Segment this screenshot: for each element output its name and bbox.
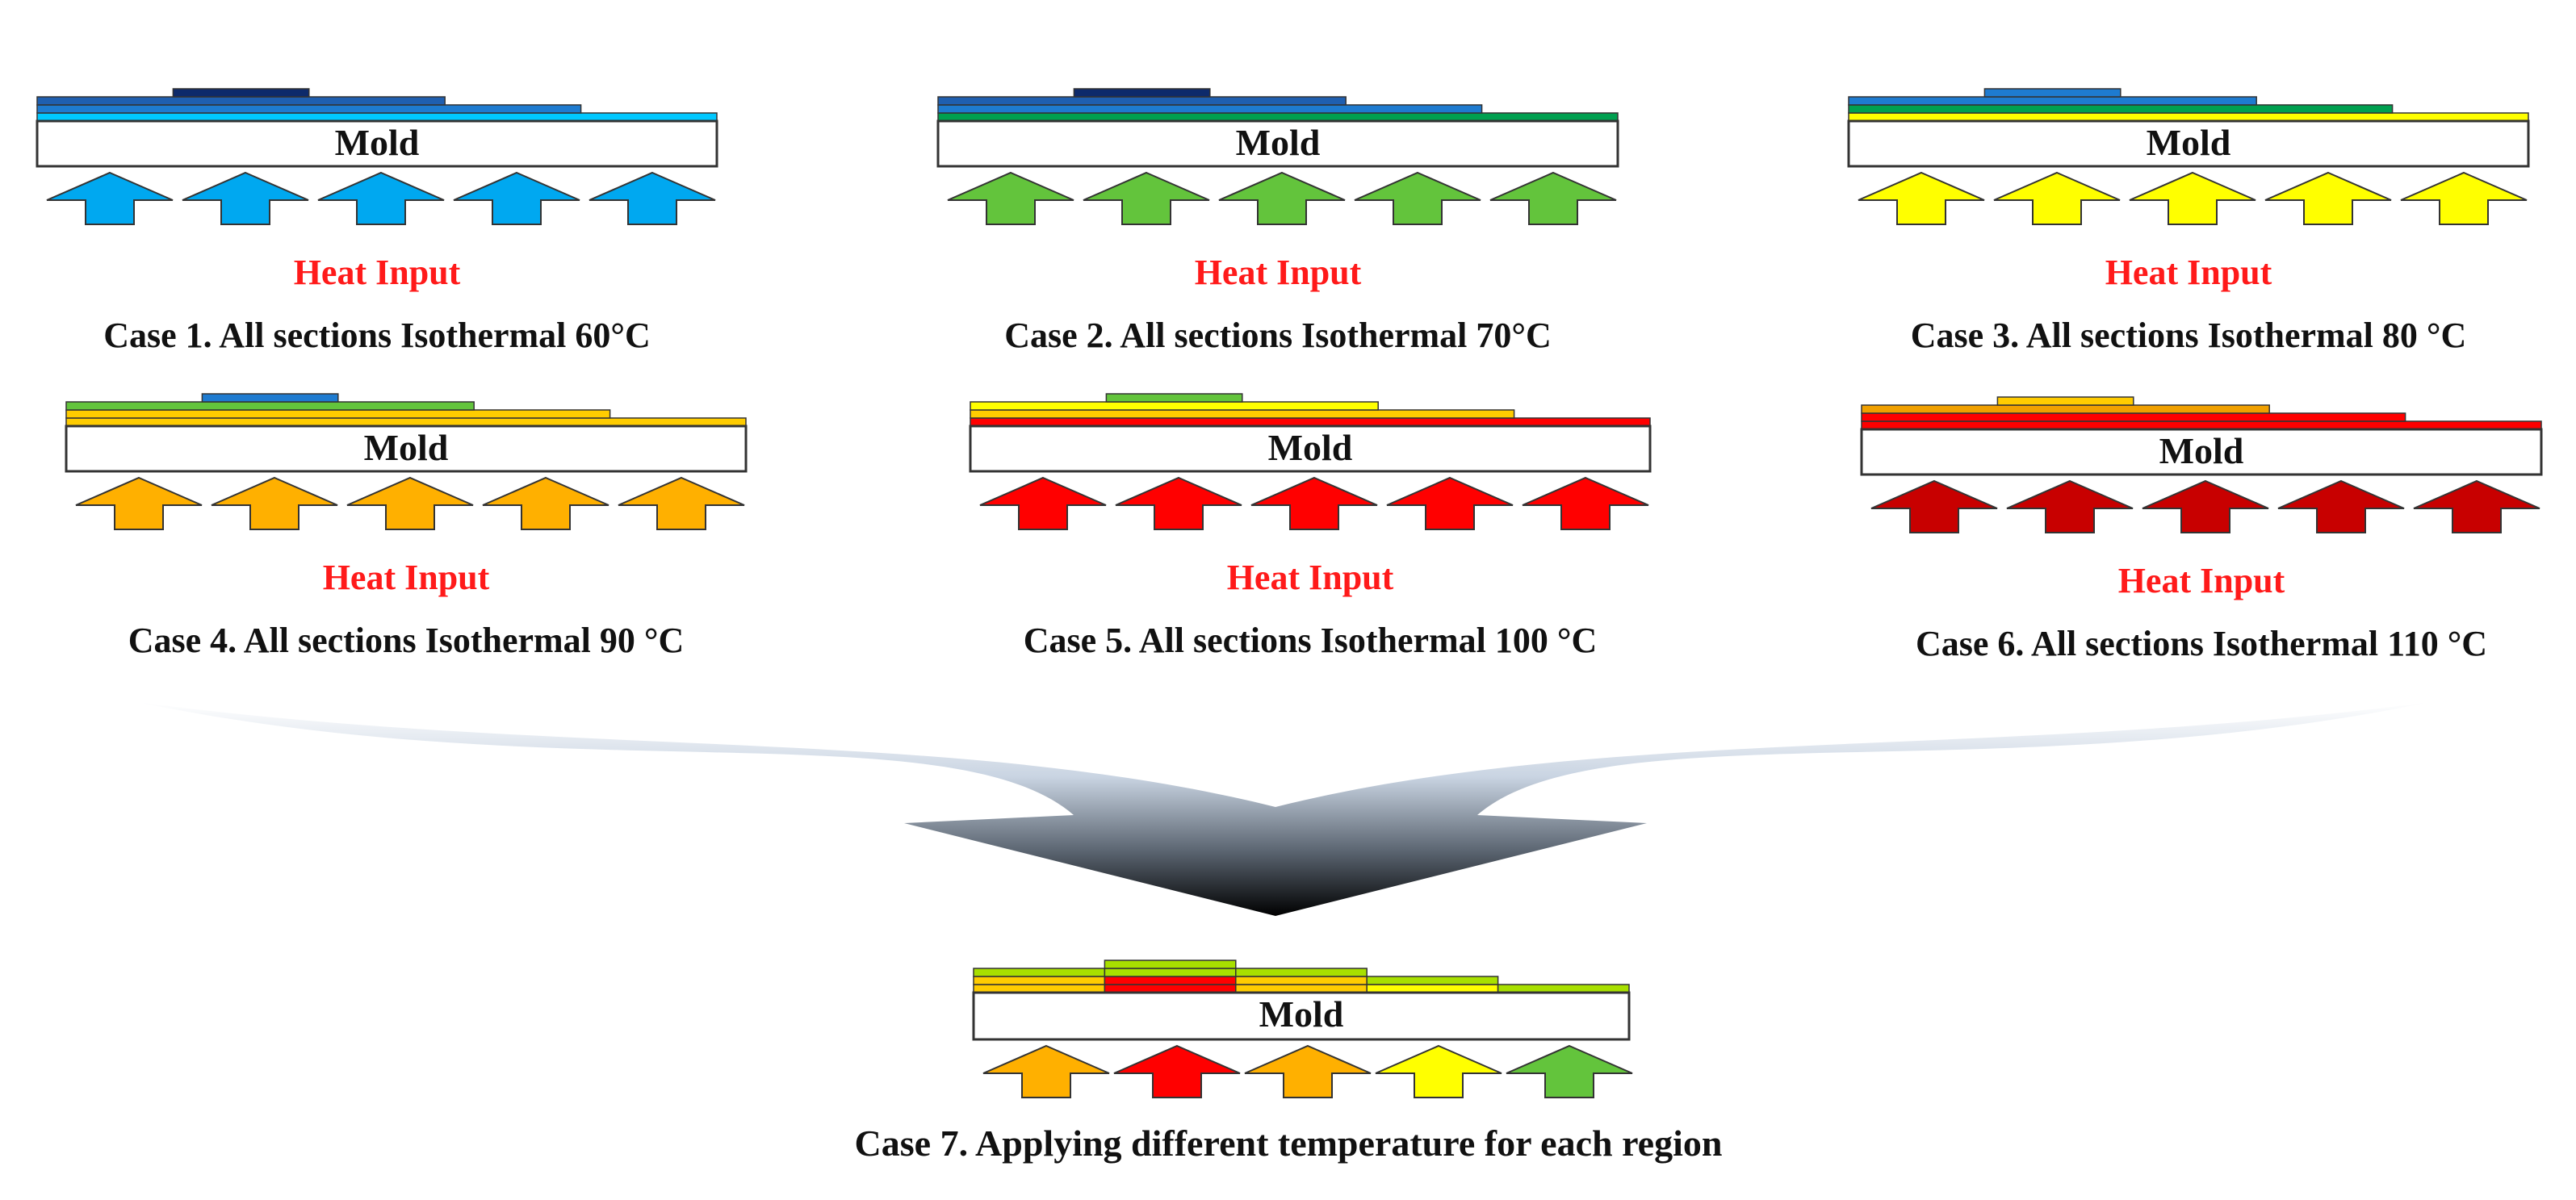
heat-arrow bbox=[482, 476, 609, 530]
case-7-layer-segment bbox=[1104, 968, 1237, 977]
heat-arrow bbox=[2006, 479, 2134, 533]
heat-arrow bbox=[182, 171, 309, 225]
heat-arrow bbox=[589, 171, 716, 225]
case-3-caption: Case 3. All sections Isothermal 80 °C bbox=[1911, 316, 2467, 355]
merge-funnel bbox=[137, 702, 2430, 916]
mold-label: Mold bbox=[1236, 122, 1321, 163]
heat-arrow bbox=[947, 171, 1074, 225]
case-1-layer bbox=[172, 88, 310, 98]
heat-arrow bbox=[618, 476, 745, 530]
heat-input-label: Heat Input bbox=[2105, 253, 2272, 292]
heat-arrow bbox=[1244, 1044, 1372, 1098]
case-7-layer-segment bbox=[973, 976, 1106, 985]
heat-arrow bbox=[346, 476, 474, 530]
case-7-layer-segment bbox=[1366, 976, 1499, 985]
case-6-caption: Case 6. All sections Isothermal 110 °C bbox=[1916, 624, 2487, 663]
case-2-mold bbox=[936, 119, 1619, 168]
heat-input-label: Heat Input bbox=[2118, 561, 2285, 600]
case-4-mold bbox=[65, 424, 748, 473]
heat-arrow bbox=[1250, 476, 1378, 530]
case-7-layer-segment bbox=[973, 968, 1106, 977]
case-1-caption: Case 1. All sections Isothermal 60°C bbox=[103, 316, 651, 355]
heat-arrow bbox=[2142, 479, 2269, 533]
heat-arrow bbox=[2413, 479, 2540, 533]
mold-label: Mold bbox=[1268, 427, 1353, 468]
heat-arrow bbox=[1858, 171, 1985, 225]
heat-arrow bbox=[1386, 476, 1514, 530]
heat-input-label: Heat Input bbox=[1227, 558, 1394, 597]
case-6-layer bbox=[1996, 396, 2134, 406]
heat-arrow bbox=[1115, 476, 1242, 530]
heat-arrow bbox=[1083, 171, 1210, 225]
heat-input-label: Heat Input bbox=[1195, 253, 1362, 292]
heat-arrow bbox=[1218, 171, 1346, 225]
case-5-layer bbox=[970, 409, 1515, 419]
case-7-caption: Case 7. Applying different temperature f… bbox=[855, 1123, 1723, 1164]
case-6-layer bbox=[1861, 412, 2406, 422]
case-6-layer bbox=[1861, 404, 2270, 414]
case-5-mold bbox=[969, 424, 1652, 473]
mold-label: Mold bbox=[2147, 122, 2231, 163]
heat-arrow bbox=[453, 171, 580, 225]
case-7-layer-segment bbox=[1235, 976, 1368, 985]
heat-arrow bbox=[979, 476, 1107, 530]
mold-label: Mold bbox=[1259, 993, 1344, 1035]
heat-arrow bbox=[2264, 171, 2392, 225]
heat-arrow bbox=[1489, 171, 1617, 225]
case-5-layer bbox=[970, 401, 1379, 411]
case-3-mold bbox=[1847, 119, 2530, 168]
case-3-layer bbox=[1848, 96, 2257, 106]
case-1-layer bbox=[36, 96, 446, 106]
heat-arrow bbox=[1506, 1044, 1633, 1098]
case-7-mold bbox=[972, 991, 1631, 1041]
case-4-caption: Case 4. All sections Isothermal 90 °C bbox=[128, 621, 685, 660]
heat-arrow bbox=[211, 476, 338, 530]
case-2-layer bbox=[1073, 88, 1211, 98]
heat-arrow bbox=[1993, 171, 2121, 225]
mold-label: Mold bbox=[335, 122, 420, 163]
case-2-caption: Case 2. All sections Isothermal 70°C bbox=[1004, 316, 1552, 355]
heat-arrow bbox=[2129, 171, 2256, 225]
case-7-layer-segment bbox=[1104, 960, 1237, 969]
case-7-layer-segment bbox=[1104, 976, 1237, 985]
heat-arrow bbox=[2277, 479, 2405, 533]
case-4-layer bbox=[65, 401, 475, 411]
case-5-layer bbox=[1105, 393, 1243, 403]
case-7-layer-segment bbox=[1235, 968, 1368, 977]
case-4-layer bbox=[65, 409, 611, 419]
case-2-layer bbox=[937, 104, 1483, 114]
heat-arrow bbox=[75, 476, 203, 530]
heat-arrow bbox=[46, 171, 174, 225]
case-4-layer bbox=[201, 393, 339, 403]
heat-arrow bbox=[2400, 171, 2528, 225]
mold-label: Mold bbox=[2159, 430, 2244, 471]
case-5-caption: Case 5. All sections Isothermal 100 °C bbox=[1024, 621, 1598, 660]
heat-input-label: Heat Input bbox=[323, 558, 490, 597]
heat-arrow bbox=[982, 1044, 1110, 1098]
case-3-layer bbox=[1848, 104, 2394, 114]
heat-arrow bbox=[1375, 1044, 1502, 1098]
heat-arrow bbox=[1522, 476, 1649, 530]
heat-arrow bbox=[317, 171, 445, 225]
case-1-layer bbox=[36, 104, 582, 114]
mold-label: Mold bbox=[364, 427, 449, 468]
heat-arrow bbox=[1354, 171, 1481, 225]
case-3-layer bbox=[1983, 88, 2122, 98]
heat-input-label: Heat Input bbox=[294, 253, 461, 292]
case-6-mold bbox=[1860, 428, 2543, 476]
case-1-mold bbox=[36, 119, 718, 168]
heat-arrow bbox=[1113, 1044, 1241, 1098]
heat-arrow bbox=[1870, 479, 1998, 533]
case-2-layer bbox=[937, 96, 1347, 106]
